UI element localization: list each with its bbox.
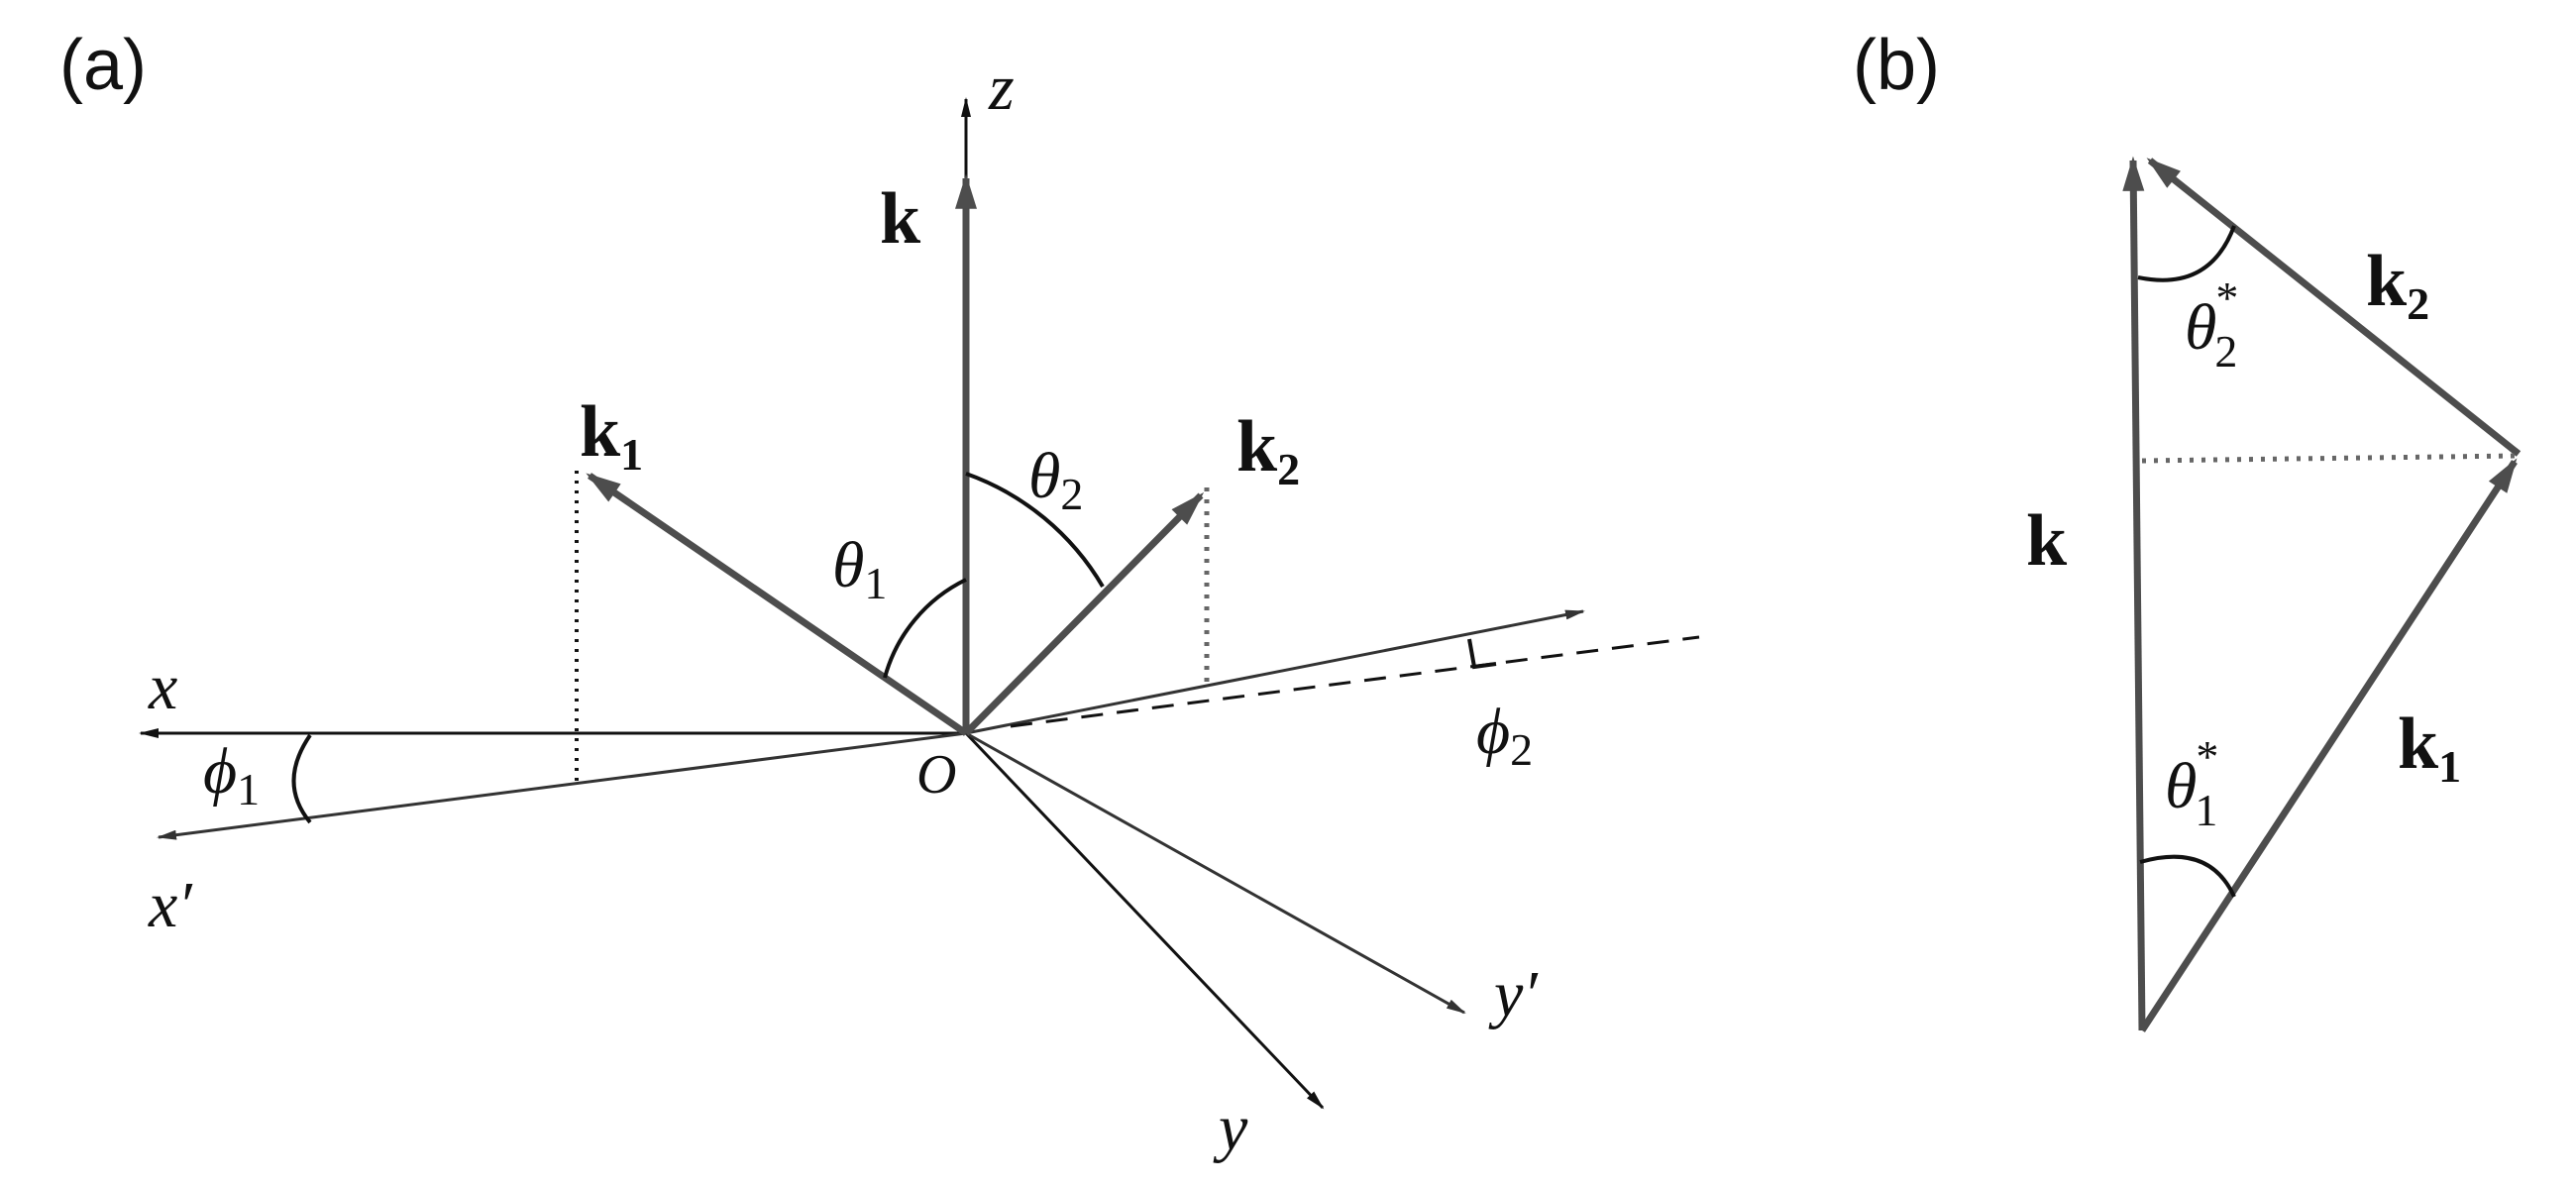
triangle-k-vector (2122, 156, 2146, 1031)
k-label: k (880, 178, 921, 260)
triangle-k2-label: k2 (2366, 241, 2429, 329)
triangle-height-line (2141, 453, 2518, 464)
origin-label: O (916, 744, 956, 806)
theta1-star-arc (2139, 854, 2236, 898)
theta2-star-arc (2137, 225, 2236, 282)
theta2-label: θ2 (1028, 440, 1083, 519)
x-prime-axis-label: x′ (148, 869, 193, 941)
triangle-k1-label: k1 (2398, 703, 2461, 792)
theta2-star-label: θ2* (2185, 272, 2238, 377)
y-prime-axis-label: y′ (1488, 958, 1539, 1030)
x-axis-label: x (148, 651, 177, 723)
x-prime-axis (157, 731, 967, 840)
k1-label: k1 (580, 391, 643, 480)
k2-plane-axis (965, 609, 1585, 735)
k2-vector (963, 491, 1205, 736)
triangle-k-label: k (2026, 500, 2068, 582)
k1-vector (586, 473, 968, 736)
panel-b-label: (b) (1853, 26, 1940, 105)
triangle-k2-vector (2146, 158, 2522, 457)
y-prime-axis (965, 731, 1466, 1015)
y-axis (964, 731, 1325, 1110)
k2-label: k2 (1236, 406, 1300, 494)
panel-b: (b) k k1 k2 θ2* θ1* (1853, 26, 2522, 1032)
phi2-label: ϕ2 (1476, 696, 1533, 775)
theta1-star-label: θ1* (2165, 731, 2218, 835)
theta2-arc (965, 472, 1105, 589)
reference-dashed-line (1010, 635, 1700, 728)
phi2-arc (1467, 638, 1497, 670)
triangle-k1-vector (2139, 458, 2518, 1032)
z-axis-label: z (988, 52, 1015, 124)
panel-a-label: (a) (59, 26, 147, 105)
theta1-arc (883, 578, 967, 679)
phi1-label: ϕ1 (203, 735, 260, 814)
y-axis-label: y (1213, 1092, 1248, 1164)
panel-a: (a) z k x x′ y y′ k1 k2 θ1 (59, 26, 1700, 1164)
phi1-arc (291, 733, 312, 824)
theta1-label: θ1 (832, 529, 887, 608)
